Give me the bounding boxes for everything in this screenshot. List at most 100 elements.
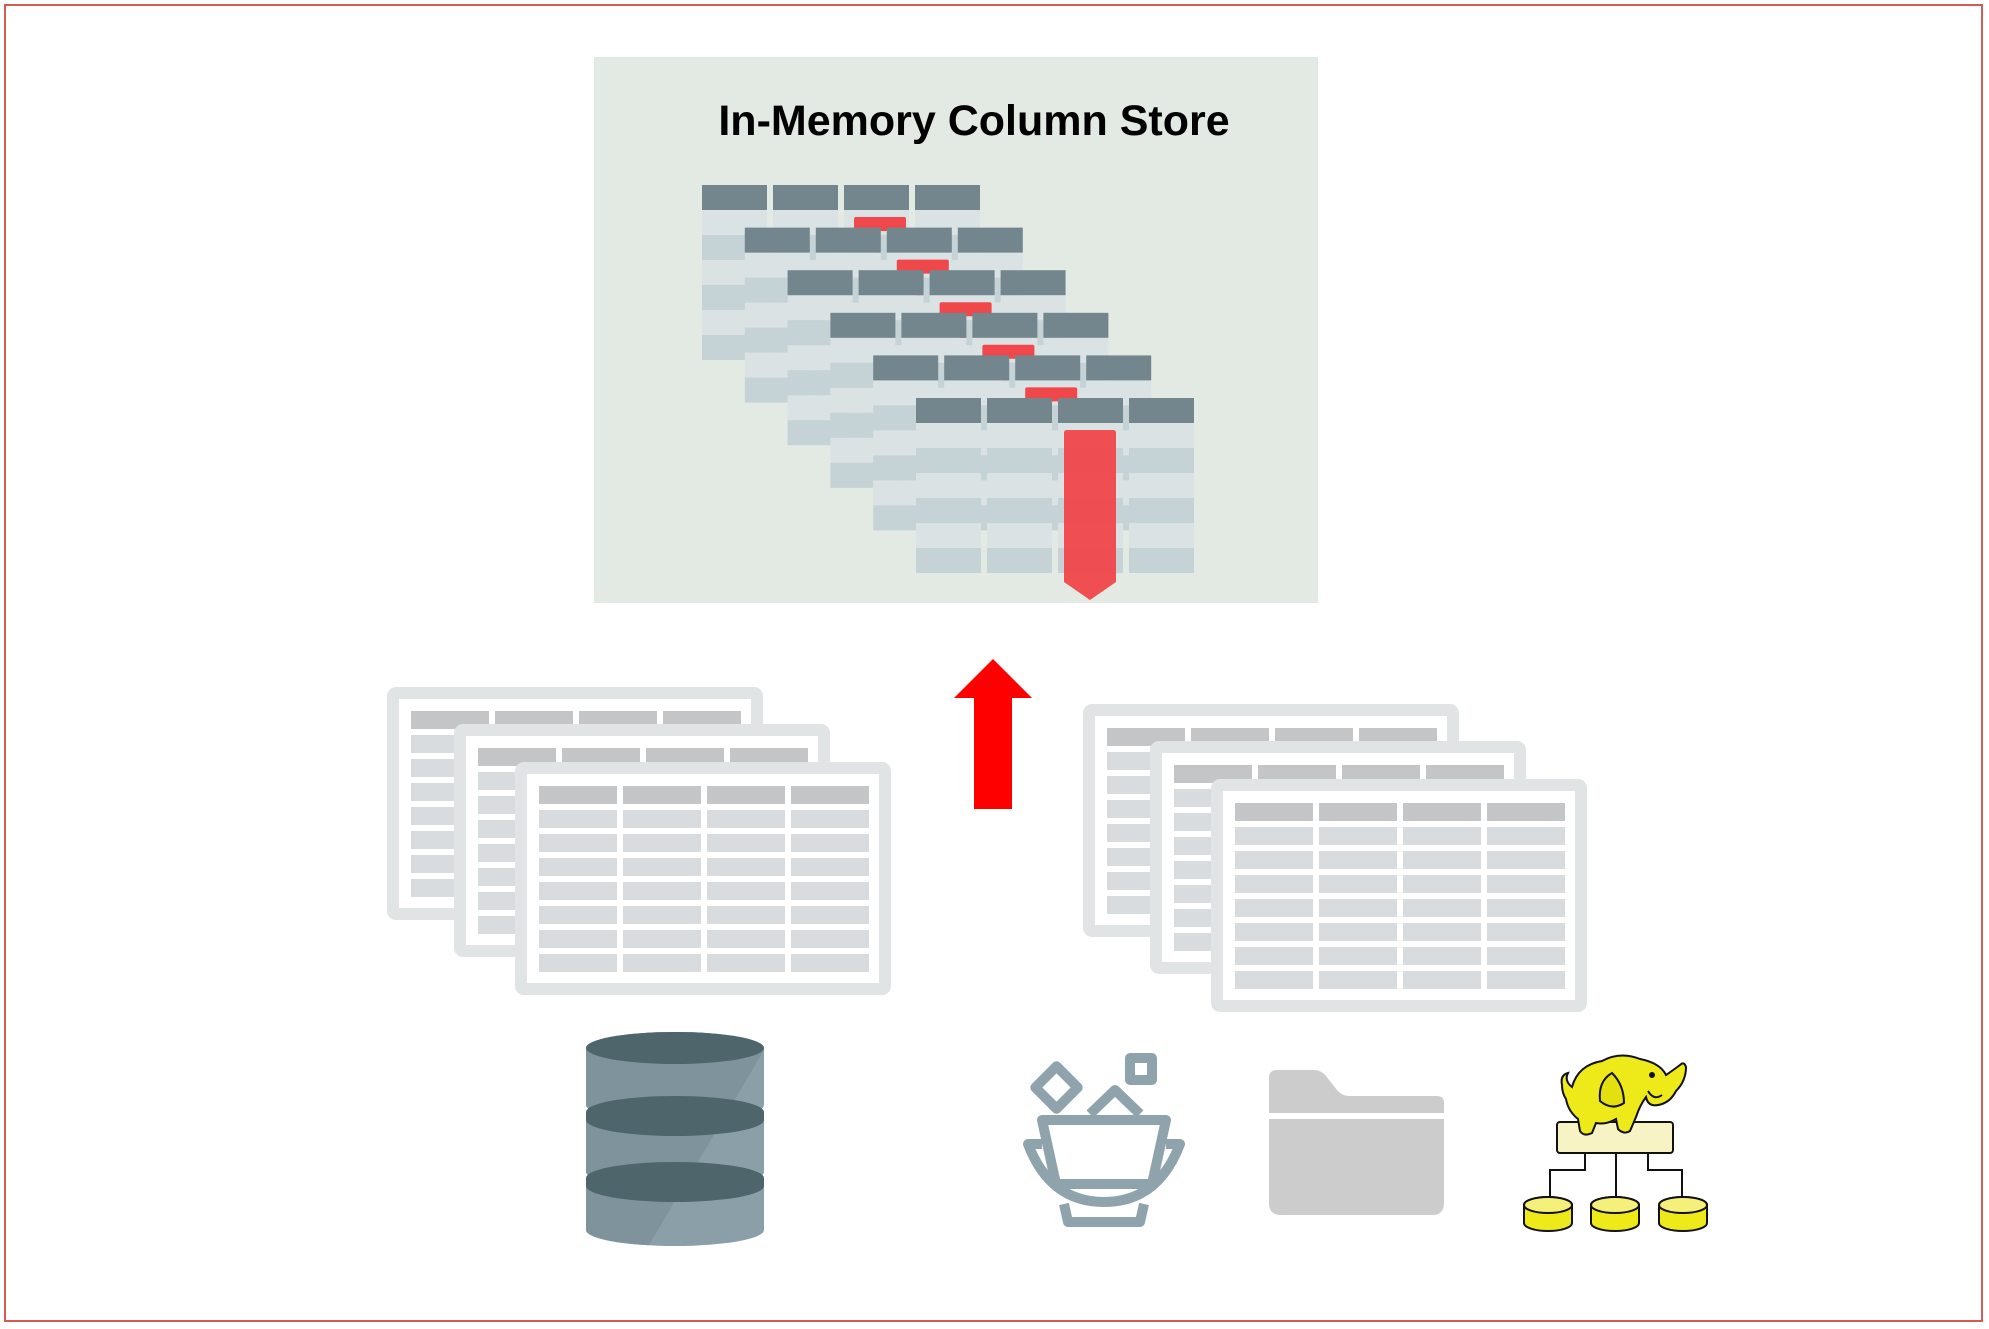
sheet-cell [539, 810, 617, 828]
sheet-cell [1487, 947, 1565, 965]
column-header [1086, 355, 1152, 381]
column-cell [1129, 448, 1194, 473]
sheet-header-cell [623, 786, 701, 804]
sheet-cell [1235, 971, 1313, 989]
column-header [830, 312, 896, 338]
sheet-header-cell [1487, 803, 1565, 821]
sheet-cell [623, 834, 701, 852]
column-header [815, 227, 881, 253]
column-cell [916, 498, 981, 523]
data-lake-bowl-icon [1023, 1053, 1185, 1227]
sheet-cell [623, 810, 701, 828]
sheet-cell [623, 906, 701, 924]
left-row-tables [387, 687, 891, 995]
highlight-connector-cap [982, 344, 1035, 359]
column-header [1015, 355, 1081, 381]
column-cell [987, 448, 1052, 473]
column-header [844, 185, 909, 210]
highlight-column-bar [1064, 430, 1116, 600]
column-cell [916, 548, 981, 573]
column-header [987, 398, 1052, 423]
sheet-cell [1235, 947, 1313, 965]
sheet-cell [623, 930, 701, 948]
column-header [915, 185, 980, 210]
column-header [957, 227, 1023, 253]
database-icon [586, 1032, 764, 1246]
sheet-background [1223, 791, 1575, 1000]
sheet-cell [1235, 827, 1313, 845]
sheet-header-cell [791, 786, 869, 804]
sheet-cell [1487, 875, 1565, 893]
sheet-cell [539, 882, 617, 900]
column-header [886, 227, 952, 253]
sheet-cell [707, 906, 785, 924]
column-cell [1129, 548, 1194, 573]
sheet-cell [623, 858, 701, 876]
sheet-cell [539, 834, 617, 852]
column-header [944, 355, 1010, 381]
column-header [773, 185, 838, 210]
column-cell [1129, 423, 1194, 448]
sheet-header-cell [562, 748, 640, 766]
sheet-header-cell [730, 748, 808, 766]
column-header [873, 355, 939, 381]
sheet-cell [1403, 971, 1481, 989]
sheet-cell [1235, 899, 1313, 917]
sheet-cell [791, 810, 869, 828]
diagram-frame [4, 4, 1983, 1322]
column-cell [987, 473, 1052, 498]
column-header [1043, 312, 1109, 338]
sheet-cell [791, 954, 869, 972]
sheet-header-cell [646, 748, 724, 766]
sheet-cell [707, 882, 785, 900]
sheet-cell [1319, 971, 1397, 989]
column-cell [987, 423, 1052, 448]
sheet-cell [791, 834, 869, 852]
sheet-cell [539, 906, 617, 924]
column-cell [916, 473, 981, 498]
column-header [916, 398, 981, 423]
sheet-cell [623, 882, 701, 900]
sheet-cell [707, 810, 785, 828]
sheet-header-cell [1342, 765, 1420, 783]
sheet-cell [1403, 851, 1481, 869]
sheet-cell [539, 954, 617, 972]
sheet-header-cell [1319, 803, 1397, 821]
sheet-header-cell [539, 786, 617, 804]
sheet-background [527, 774, 879, 983]
sheet-cell [707, 834, 785, 852]
sheet-cell [1487, 899, 1565, 917]
sheet-cell [1487, 827, 1565, 845]
sheet-cell [791, 882, 869, 900]
sheet-cell [1235, 851, 1313, 869]
highlight-connector-cap [896, 259, 949, 274]
column-header [1000, 270, 1066, 296]
sheet-cell [1487, 851, 1565, 869]
sheet-cell [1487, 923, 1565, 941]
sheet-cell [791, 930, 869, 948]
sheet-cell [791, 858, 869, 876]
highlight-connector-cap [1025, 387, 1078, 402]
column-header [929, 270, 995, 296]
column-header [787, 270, 853, 296]
column-cell [1129, 473, 1194, 498]
sheet-cell [791, 906, 869, 924]
sheet-header-cell [1174, 765, 1252, 783]
column-cell [987, 548, 1052, 573]
sheet-cell [1403, 875, 1481, 893]
column-store-layer [916, 398, 1194, 600]
row-table-sheet [515, 762, 891, 995]
column-cell [916, 423, 981, 448]
column-header [901, 312, 967, 338]
column-cell [916, 448, 981, 473]
sheet-cell [1319, 923, 1397, 941]
column-cell [987, 498, 1052, 523]
column-cell [987, 523, 1052, 548]
red-up-arrow-icon [954, 659, 1032, 809]
column-cell [1129, 498, 1194, 523]
sheet-cell [1235, 875, 1313, 893]
sheet-cell [707, 954, 785, 972]
sheet-header-cell [1235, 803, 1313, 821]
sheet-cell [623, 954, 701, 972]
